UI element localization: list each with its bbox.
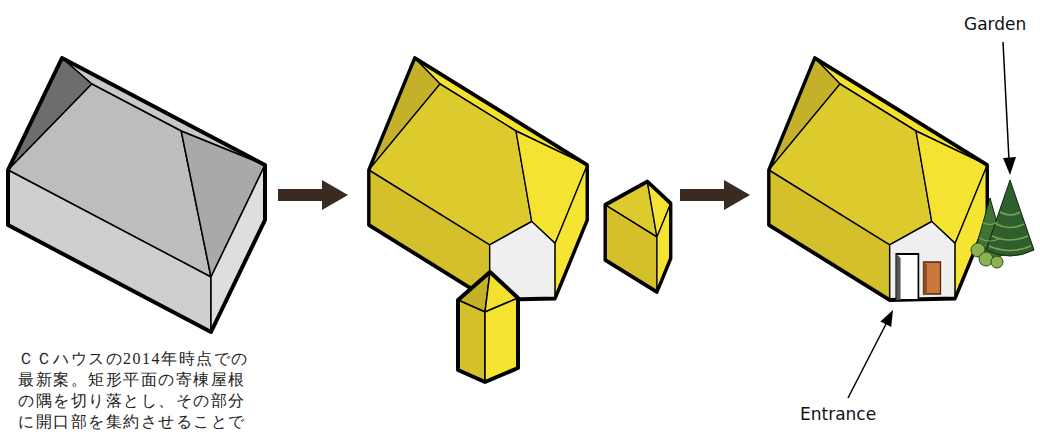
removed-corner bbox=[605, 182, 671, 293]
tower-piece bbox=[458, 272, 518, 382]
step-arrow bbox=[278, 180, 348, 210]
garden-trees bbox=[971, 180, 1034, 268]
caption-text: ＣＣハウスの2014年時点での最新案。矩形平面の寄棟屋根の隅を切り落とし、その部… bbox=[18, 348, 256, 432]
leader-line bbox=[848, 310, 893, 398]
cut-house bbox=[369, 58, 587, 300]
entrance-door bbox=[896, 254, 940, 300]
original-house bbox=[8, 58, 265, 332]
step-arrow bbox=[680, 180, 750, 210]
leader-line bbox=[1003, 42, 1016, 175]
final-house bbox=[769, 58, 987, 300]
callout-label: Garden bbox=[964, 13, 1026, 35]
callout-label: Entrance bbox=[800, 403, 876, 425]
